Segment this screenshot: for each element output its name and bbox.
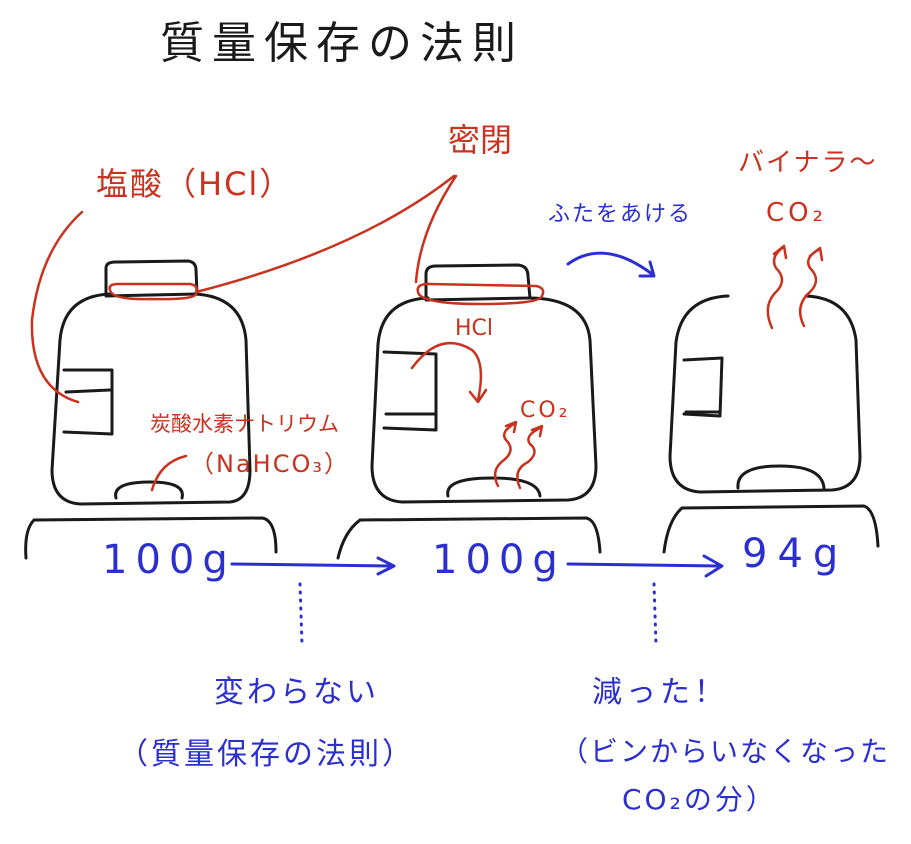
sodium-bicarbonate-label: 炭酸水素ナトリウム bbox=[150, 412, 339, 436]
sodium-bicarbonate-formula: （NaHCO₃） bbox=[190, 450, 350, 478]
bye-label: バイナラ～ bbox=[738, 148, 878, 178]
arrow-1-to-2 bbox=[230, 556, 396, 576]
hcl-leader-line bbox=[30, 210, 84, 404]
dotted-connector-1 bbox=[298, 582, 304, 646]
bottle-2-seal-ring bbox=[416, 282, 545, 306]
sealed-leader-1 bbox=[194, 174, 456, 294]
scale-2 bbox=[336, 516, 602, 560]
reason-line-2: CO₂の分） bbox=[622, 783, 777, 816]
bottle-1-body bbox=[50, 292, 252, 506]
open-lid-label: ふたをあける bbox=[548, 202, 693, 227]
open-lid-arrow bbox=[566, 251, 656, 278]
bubble-arrow-1 bbox=[493, 420, 518, 488]
bottle-3-body bbox=[668, 294, 862, 494]
bottle-1-hcl-tube bbox=[62, 368, 114, 436]
bottle-1 bbox=[24, 259, 278, 560]
weight-sealed-after: 100g bbox=[432, 537, 566, 583]
bottle-2-lid bbox=[424, 263, 532, 302]
bottle-2-hcl-tube bbox=[382, 350, 438, 432]
escape-arrow-1 bbox=[766, 244, 788, 330]
bottle-3-powder bbox=[736, 464, 826, 490]
bottle-3-hcl-tube bbox=[682, 356, 724, 418]
nahco3-leader-line bbox=[150, 454, 188, 492]
co2-escaping-label: CO₂ bbox=[766, 198, 828, 228]
bottle-1-lid bbox=[104, 259, 199, 298]
bottle-3 bbox=[662, 294, 880, 554]
weight-opened: 94g bbox=[742, 531, 849, 577]
hcl-short-label: HCl bbox=[455, 316, 494, 341]
co2-inside-label: CO₂ bbox=[520, 398, 571, 423]
hcl-flow-arrow bbox=[410, 341, 488, 404]
hcl-label: 塩酸（HCl） bbox=[96, 165, 294, 203]
decreased-note: 減った！ bbox=[592, 675, 728, 710]
sealed-label: 密閉 bbox=[448, 121, 513, 159]
page-title: 質量保存の法則 bbox=[160, 18, 524, 69]
escape-arrow-2 bbox=[798, 246, 824, 328]
sealed-leader-2 bbox=[414, 174, 458, 284]
arrow-2-to-3 bbox=[566, 554, 724, 578]
reason-line-1: （ビンからいなくなった bbox=[560, 735, 891, 768]
dotted-connector-2 bbox=[652, 582, 658, 646]
no-change-note: 変わらない bbox=[214, 675, 379, 710]
bottle-1-powder bbox=[114, 480, 184, 500]
bottle-1-hcl-level bbox=[64, 388, 112, 394]
bottle-1-seal-ring bbox=[108, 282, 199, 301]
weight-before: 100g bbox=[102, 537, 236, 583]
scale-1 bbox=[24, 516, 278, 560]
bottle-2-powder bbox=[446, 476, 542, 498]
law-note: （質量保存の法則） bbox=[118, 737, 415, 772]
bubble-arrow-2 bbox=[516, 424, 544, 490]
bottle-2-body bbox=[370, 296, 598, 504]
scale-3 bbox=[662, 504, 880, 554]
bottle-2 bbox=[336, 263, 602, 560]
